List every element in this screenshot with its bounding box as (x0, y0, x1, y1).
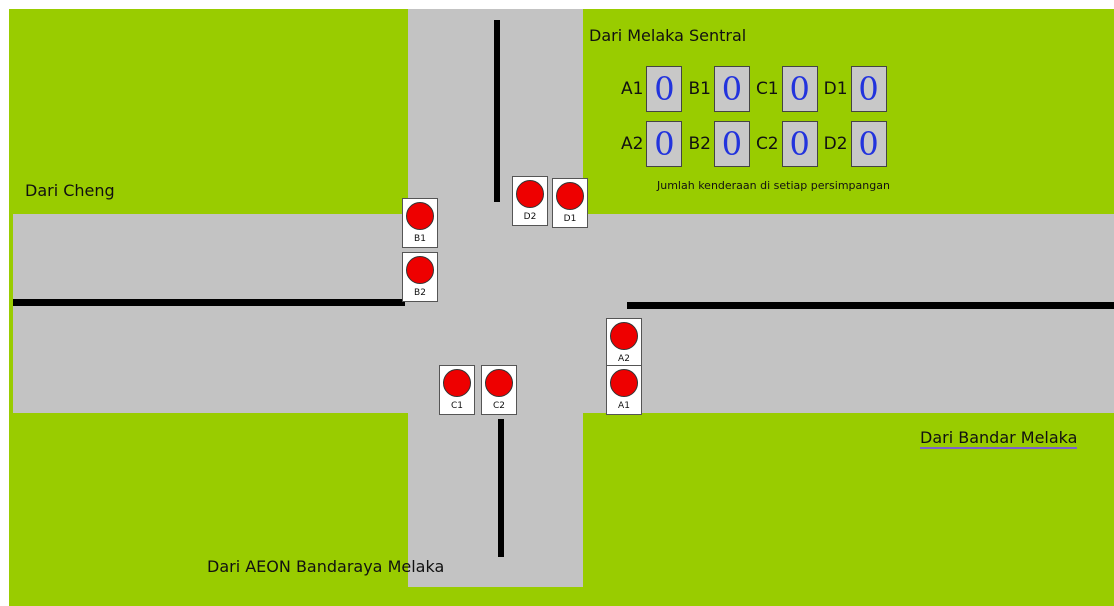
traffic-light-label: C1 (450, 401, 463, 411)
traffic-light-label: B2 (414, 288, 426, 298)
direction-label-north: Dari Melaka Sentral (589, 26, 747, 45)
direction-label-west: Dari Cheng (25, 181, 115, 200)
red-lamp (406, 256, 434, 284)
traffic-light-label: B1 (414, 234, 426, 244)
traffic-light-label: A2 (618, 354, 630, 364)
counter-label: C2 (755, 134, 779, 154)
traffic-light-c1[interactable]: C1 (439, 365, 475, 415)
south-lane-divider (498, 419, 504, 557)
counter-label: C1 (755, 79, 779, 99)
intersection-canvas: Dari Melaka Sentral Dari Cheng Dari Band… (9, 9, 1114, 606)
counter-label: D2 (823, 134, 848, 154)
traffic-light-c2[interactable]: C2 (481, 365, 517, 415)
counter-d1: 0 (850, 66, 887, 112)
counter-label: D1 (823, 79, 848, 99)
traffic-light-label: D2 (523, 212, 537, 222)
traffic-light-b1[interactable]: B1 (402, 198, 438, 248)
east-west-road (13, 214, 1114, 413)
traffic-light-label: D1 (563, 214, 577, 224)
counter-row-1: A1 0 B1 0 C1 0 D1 0 (621, 66, 893, 112)
counter-a1: 0 (646, 66, 683, 112)
counter-c1: 0 (781, 66, 818, 112)
east-lane-divider (627, 302, 1114, 309)
traffic-light-label: A1 (618, 401, 630, 411)
red-lamp (610, 322, 638, 350)
west-lane-divider (13, 299, 405, 306)
traffic-light-a2[interactable]: A2 (606, 318, 642, 368)
north-lane-divider (494, 20, 500, 202)
traffic-light-d2[interactable]: D2 (512, 176, 548, 226)
red-lamp (485, 369, 513, 397)
red-lamp (516, 180, 544, 208)
counter-d2: 0 (850, 121, 887, 167)
direction-label-south: Dari AEON Bandaraya Melaka (207, 557, 445, 576)
counter-b1: 0 (713, 66, 750, 112)
red-lamp (443, 369, 471, 397)
counter-caption: Jumlah kenderaan di setiap persimpangan (657, 179, 890, 192)
red-lamp (556, 182, 584, 210)
counter-label: A1 (621, 79, 644, 99)
red-lamp (610, 369, 638, 397)
counter-c2: 0 (781, 121, 818, 167)
counter-label: A2 (621, 134, 644, 154)
counter-label: B1 (688, 79, 711, 99)
counter-a2: 0 (646, 121, 683, 167)
traffic-light-b2[interactable]: B2 (402, 252, 438, 302)
traffic-light-a1[interactable]: A1 (606, 365, 642, 415)
counter-row-2: A2 0 B2 0 C2 0 D2 0 (621, 121, 893, 167)
counter-b2: 0 (713, 121, 750, 167)
traffic-light-d1[interactable]: D1 (552, 178, 588, 228)
red-lamp (406, 202, 434, 230)
direction-label-east: Dari Bandar Melaka (920, 428, 1078, 449)
traffic-light-label: C2 (492, 401, 505, 411)
counter-label: B2 (688, 134, 711, 154)
